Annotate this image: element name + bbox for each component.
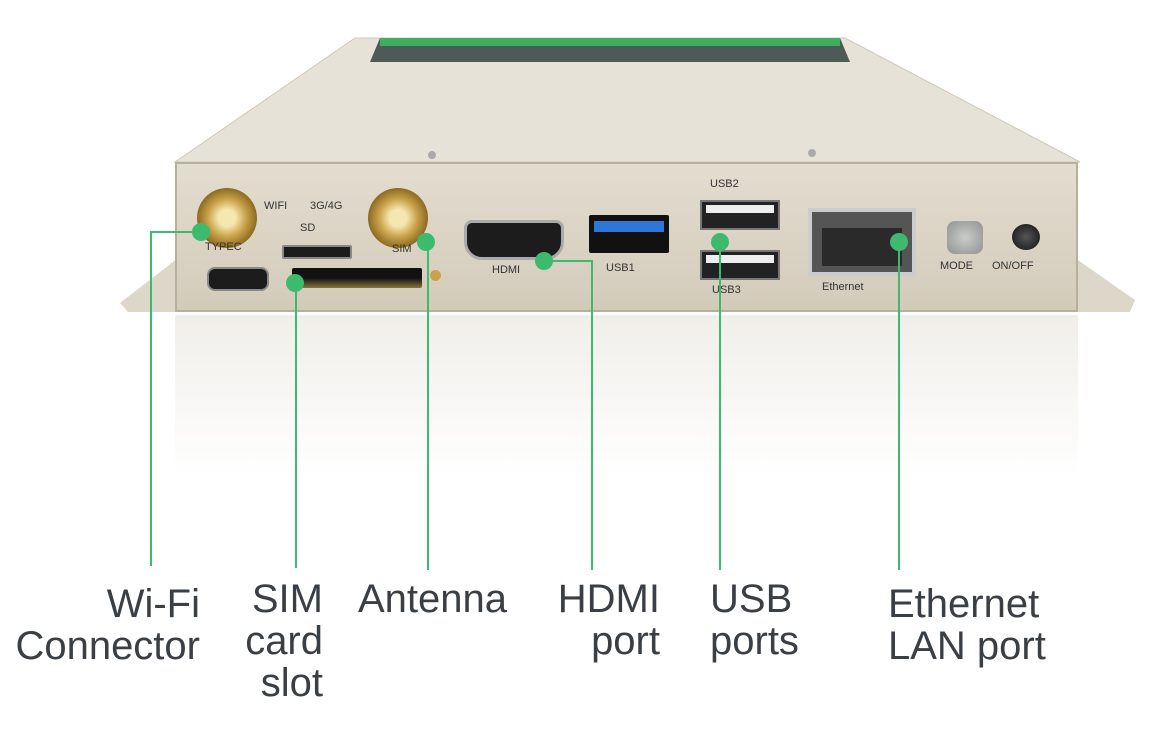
wifi-leader-h [150,231,202,233]
right-flange [1075,258,1135,312]
mode-button [947,221,983,254]
wifi-text: WIFI [264,200,288,212]
band-text: 3G/4G [310,200,343,212]
label-wifi-connector: Wi-Fi Connector [15,582,200,668]
mode-text: MODE [940,260,973,272]
usb2-text: USB2 [710,178,739,190]
reset-pin [430,270,441,281]
antenna-marker-dot [417,233,435,251]
usb1-port [589,215,669,253]
sim-text: SIM [392,243,412,255]
ethernet-marker-dot [890,233,908,251]
wifi-marker-dot [192,223,210,241]
sd-slot [282,245,352,259]
hdmi-text: HDMI [492,264,521,276]
usb-marker-dot [711,233,729,251]
usb3-text: USB3 [712,284,741,296]
usb1-text: USB1 [606,262,635,274]
ethernet-text: Ethernet [822,281,864,293]
reflection [175,315,1078,475]
power-button [1012,224,1040,250]
device-top-panel [120,37,1135,312]
usb2-port [700,200,780,230]
antenna-leader [427,242,429,570]
ethernet-leader [898,242,900,570]
label-usb-ports: USB ports [710,577,799,663]
label-antenna: Antenna [358,577,508,621]
label-hdmi-port: HDMI port [557,577,660,663]
usb3-port [700,250,780,280]
label-sim-card-slot: SIM card slot [245,577,323,705]
hdmi-leader-h [544,260,593,262]
sim-slot [292,268,422,288]
label-ethernet-lan-port: Ethernet LAN port [888,582,1046,668]
usb-c-port [207,267,269,291]
hdmi-leader-v [591,260,593,570]
typec-text: TYPEC [205,241,242,253]
left-flange [120,258,178,312]
hdmi-marker-dot [535,252,553,270]
sd-text: SD [300,222,316,234]
sim-leader [295,283,297,568]
onoff-text: ON/OFF [992,260,1034,272]
wifi-leader-v [150,231,152,566]
usb-leader [719,242,721,570]
sim-marker-dot [286,274,304,292]
